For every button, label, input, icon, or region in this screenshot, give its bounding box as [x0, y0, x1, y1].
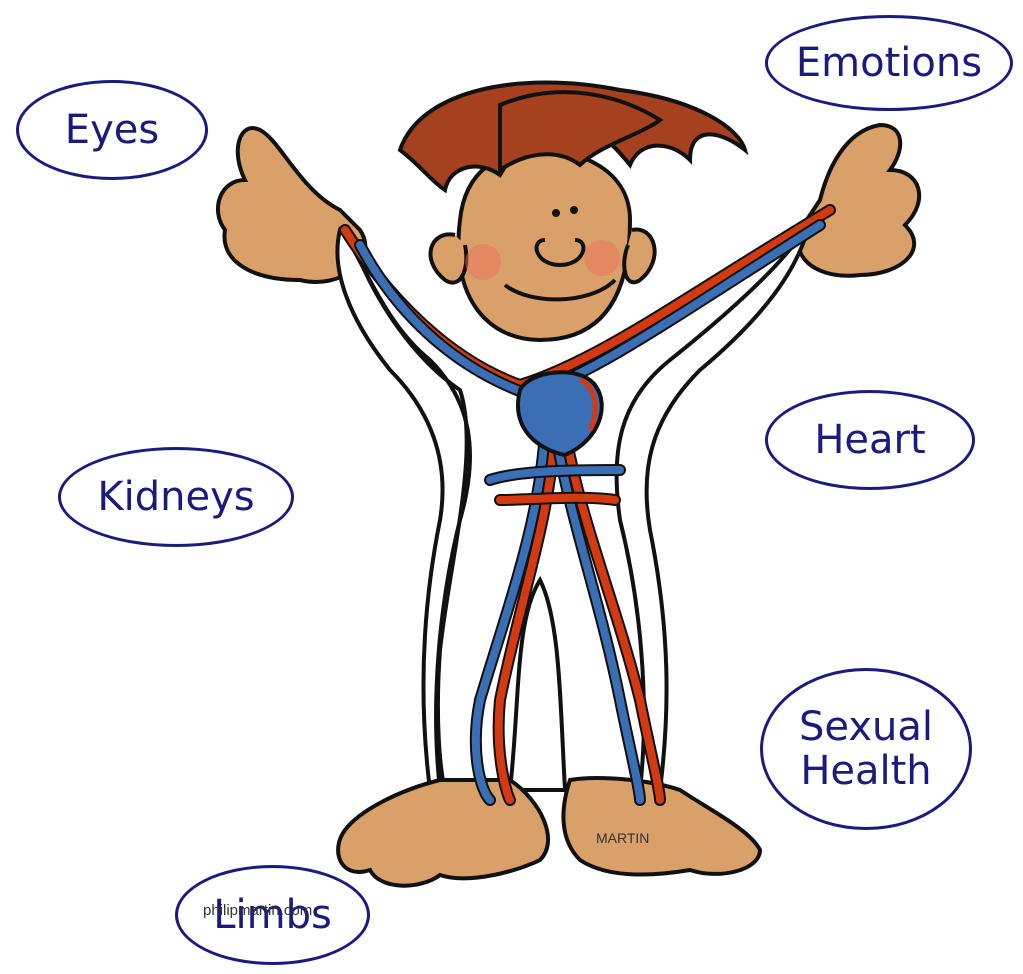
label-emotions: Emotions [765, 15, 1013, 111]
artist-signature: MARTIN [596, 830, 649, 846]
label-kidneys: Kidneys [58, 447, 294, 547]
label-heart: Heart [765, 390, 975, 490]
label-sexual-health: Sexual Health [760, 668, 972, 830]
label-heart-text: Heart [814, 418, 925, 462]
label-sexual-health-line1: Sexual [799, 705, 933, 749]
left-foot [338, 780, 548, 886]
label-emotions-text: Emotions [796, 41, 982, 85]
head [431, 150, 655, 340]
site-credit: philipmartin.com [203, 902, 312, 919]
label-kidneys-text: Kidneys [97, 475, 254, 519]
label-sexual-health-line2: Health [799, 749, 933, 793]
heart-organ [518, 372, 602, 455]
right-hand [798, 125, 919, 276]
label-eyes-text: Eyes [65, 108, 159, 152]
label-eyes: Eyes [16, 80, 208, 180]
